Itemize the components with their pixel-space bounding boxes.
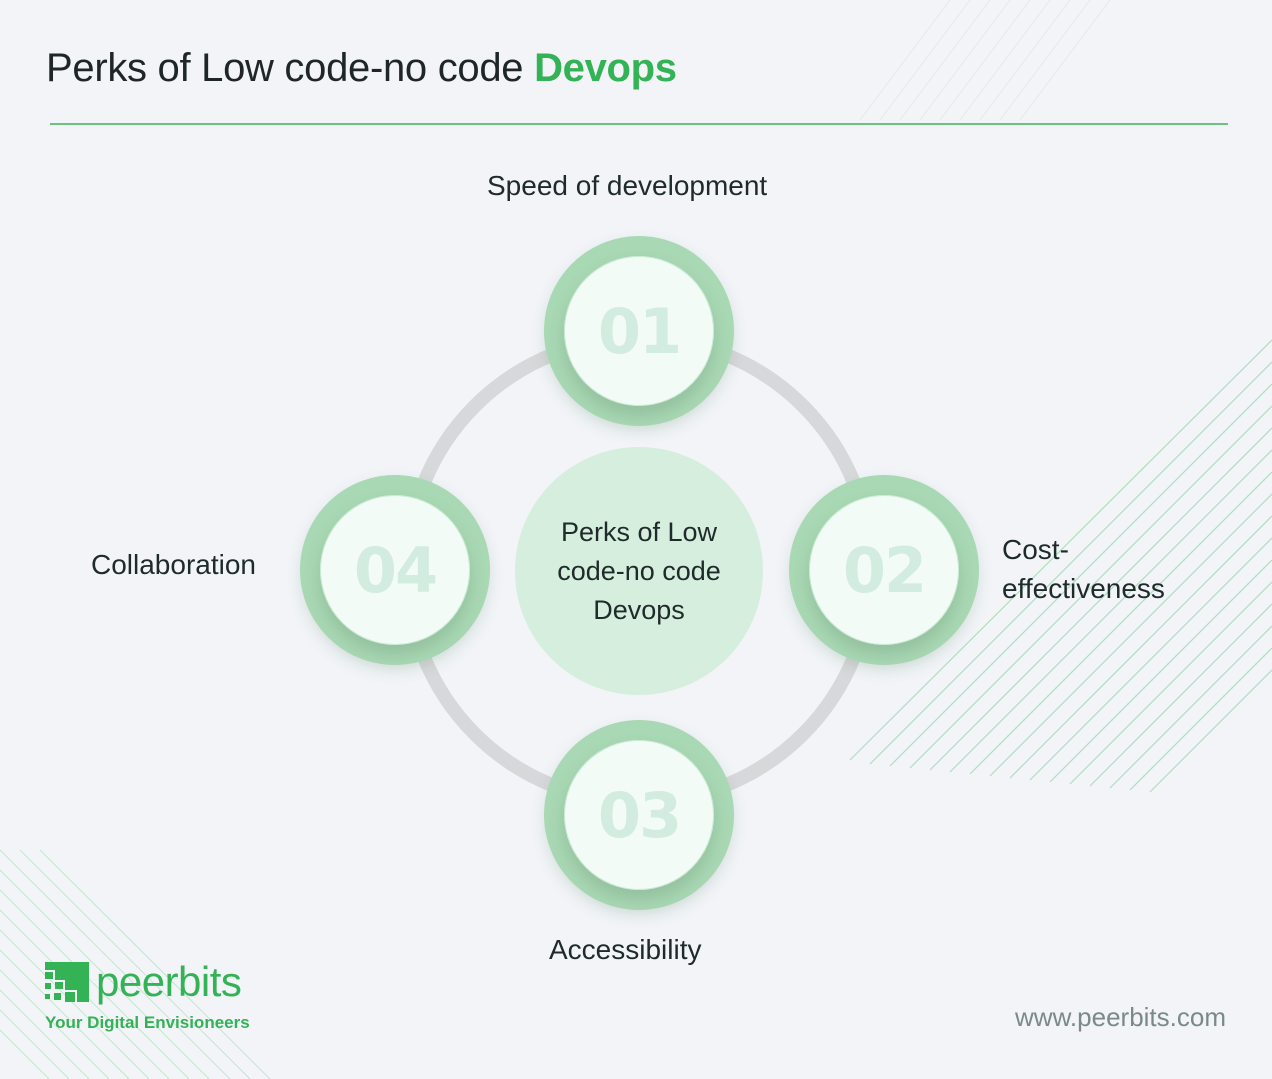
node-01: 01 — [544, 236, 734, 426]
node-02-inner: 02 — [809, 495, 959, 645]
center-line-3: Devops — [593, 594, 685, 625]
node-04-inner: 04 — [320, 495, 470, 645]
title-accent: Devops — [534, 46, 677, 90]
brand-name: peerbits — [96, 958, 242, 1005]
node-03-inner: 03 — [564, 740, 714, 890]
page-title: Perks of Low code-no code Devops — [46, 46, 677, 91]
node-02-label-line-1: Cost- — [1002, 534, 1069, 565]
node-04-number: 04 — [353, 533, 438, 607]
peerbits-logo-icon — [45, 962, 89, 1002]
node-03-number: 03 — [597, 778, 682, 852]
node-02-number: 02 — [842, 533, 927, 607]
node-01-label: Speed of development — [487, 170, 768, 201]
node-01-inner: 01 — [564, 256, 714, 406]
node-02: 02 — [789, 475, 979, 665]
center-hub: Perks of Low code-no code Devops — [515, 447, 763, 695]
title-divider — [50, 123, 1228, 125]
center-line-1: Perks of Low — [560, 516, 718, 547]
node-02-label: Cost- effectiveness — [1002, 530, 1165, 608]
center-line-2: code-no code — [557, 555, 721, 586]
node-03-label: Accessibility — [549, 934, 702, 965]
brand-tagline: Your Digital Envisioneers — [45, 1013, 250, 1032]
node-01-number: 01 — [597, 294, 682, 368]
node-04-label: Collaboration — [91, 549, 256, 580]
title-main: Perks of Low code-no code — [46, 46, 524, 90]
node-02-label-line-2: effectiveness — [1002, 573, 1165, 604]
website-url: www.peerbits.com — [1015, 1002, 1226, 1032]
node-04: 04 — [300, 475, 490, 665]
node-03: 03 — [544, 720, 734, 910]
